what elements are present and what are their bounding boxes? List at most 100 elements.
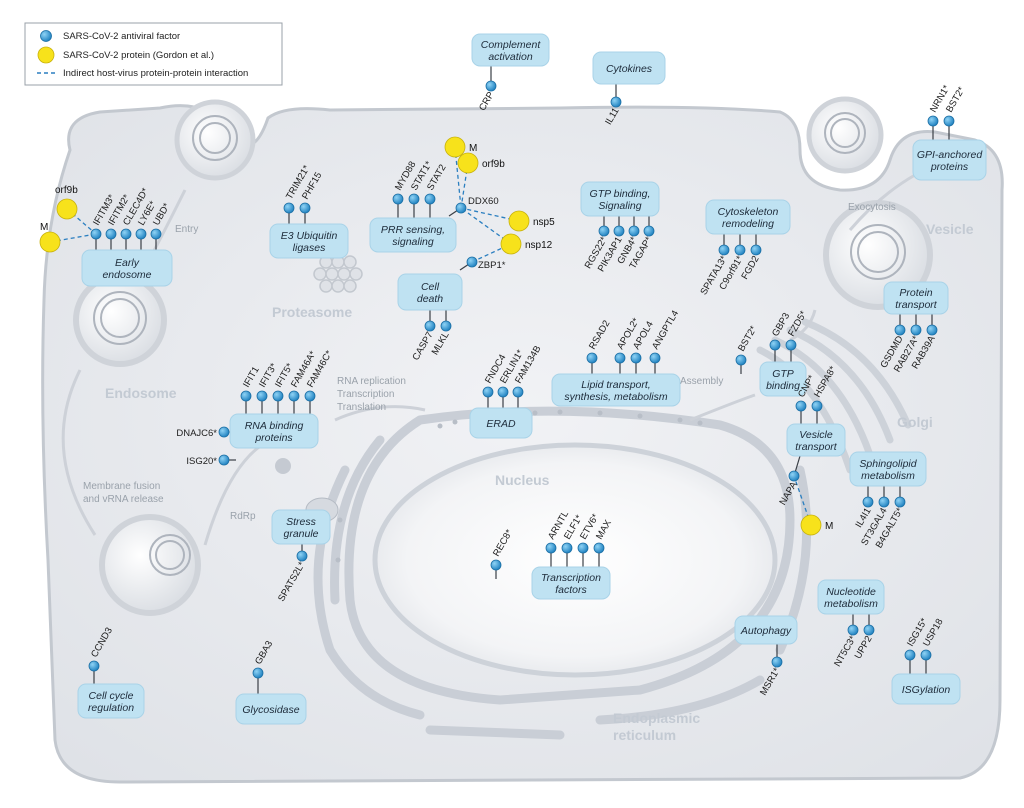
gene-dot-ubd [150,228,162,240]
category-title-line: Cell cycle [89,690,134,702]
category-title-line: Early [115,257,140,269]
gene-dot-tagap [643,225,655,237]
gene-dot-mlkl [440,320,452,332]
region-labels: Endosome Proteasome Nucleus Golgi Vesicl… [105,221,974,743]
gene-dot-erlin1 [497,386,509,398]
proteasome-shape [313,255,363,293]
category-title-line: E3 Ubiquitin [281,230,338,242]
category-box [705,199,791,235]
category-title-line: GPI-anchored [917,149,984,161]
gene-dot-max [593,542,605,554]
gene-dot-ddx60 [455,202,467,214]
viral-protein-dot-nsp5 [508,210,530,232]
category-title-line: metabolism [861,470,915,482]
category-title-line: transport [895,299,938,311]
category-box [229,413,319,449]
category-title-line: Lipid transport, [581,379,650,391]
gene-dot-zbp1 [466,256,478,268]
gene-dot-ifit5 [272,390,284,402]
category-title-line: GTP binding, [590,188,651,200]
category-box [397,273,463,311]
legend-viral-dot [37,46,55,64]
category-title-line: Cell [421,281,440,293]
category-box [891,673,961,705]
process-rna-replication: RNA replication [337,376,406,387]
viral-protein-label-nsp12: nsp12 [525,240,553,251]
virus-particles [93,112,906,576]
gene-dot-pik3ap1 [613,225,625,237]
gene-label-ddx60: DDX60 [468,196,499,207]
viral-protein-label-m: M [469,143,477,154]
gene-dot-cnp [795,400,807,412]
legend-antiviral-label: SARS-CoV-2 antiviral factor [63,31,180,42]
category-title-line: Autophagy [740,625,792,637]
region-proteasome: Proteasome [272,304,352,320]
category-box [849,451,927,487]
gene-dot-c9orf91 [734,244,746,256]
exit-vesicle [806,96,884,174]
category-title-line: Protein [899,287,932,299]
gene-dot-ly6e [135,228,147,240]
category-box [786,423,846,457]
region-er-line2: reticulum [613,727,676,743]
viral-protein-dot-m [444,136,466,158]
category-title-line: transport [795,441,838,453]
region-endosome: Endosome [105,385,177,401]
category-title-line: Stress [286,516,317,528]
category-title-line: Sphingolipid [859,458,917,470]
gene-dot-fndc4 [482,386,494,398]
gene-dot-dnajc6 [218,426,230,438]
viral-protein-dot-m [39,231,61,253]
category-box [271,509,331,545]
gene-dot-apol4 [630,352,642,364]
category-box [369,217,457,253]
category-box [469,407,533,439]
gene-dot-apol2 [614,352,626,364]
gene-dot-rsad2 [586,352,598,364]
gene-dot-ifitm3 [90,228,102,240]
gene-dot-casp7 [424,320,436,332]
gene-dot-spata13 [718,244,730,256]
gene-dot-napa [788,470,800,482]
gene-dot-fam134b [512,386,524,398]
category-title-line: metabolism [824,598,878,610]
category-title-line: RNA binding [245,420,304,432]
legend-viral-label: SARS-CoV-2 protein (Gordon et al.) [63,50,214,61]
gene-dot-msr1 [771,656,783,668]
gene-dot-ifitm2 [105,228,117,240]
category-title-line: synthesis, metabolism [564,391,668,403]
category-title-line: Nucleotide [826,586,876,598]
viral-protein-dot-m [800,514,822,536]
category-box [471,33,550,67]
budding-vesicle [174,99,256,181]
gene-dot-ccnd3 [88,660,100,672]
gene-dot-il4i1 [862,496,874,508]
gene-dot-usp18 [920,649,932,661]
category-box [592,51,666,85]
category-title-line: proteins [254,432,293,444]
gene-dot-fgd2 [750,244,762,256]
viral-protein-label-m: M [40,222,48,233]
viral-protein-dot-nsp12 [500,233,522,255]
gene-label-dnajc6: DNAJC6* [176,428,217,439]
category-title-line: ERAD [486,418,516,430]
gene-dot-myd88 [392,193,404,205]
legend-interaction-label: Indirect host-virus protein-protein inte… [63,68,248,79]
category-title-line: factors [555,584,587,596]
category-title-line: remodeling [722,218,774,230]
annotation-categories: CRPComplementactivationIL11CytokinesNRN1… [77,33,987,725]
process-labels: Entry Exocytosis Assembly RNA replicatio… [83,202,896,522]
category-title-line: death [417,293,443,305]
gene-dot-stat1 [408,193,420,205]
category-title-line: activation [488,51,533,63]
viral-protein-label-orf9b: orf9b [55,185,78,196]
process-rdrp: RdRp [230,511,256,522]
process-transcription: Transcription [337,389,394,400]
gene-dot-rgs22 [598,225,610,237]
viral-protein-dot-orf9b [56,198,78,220]
category-box [235,693,307,725]
